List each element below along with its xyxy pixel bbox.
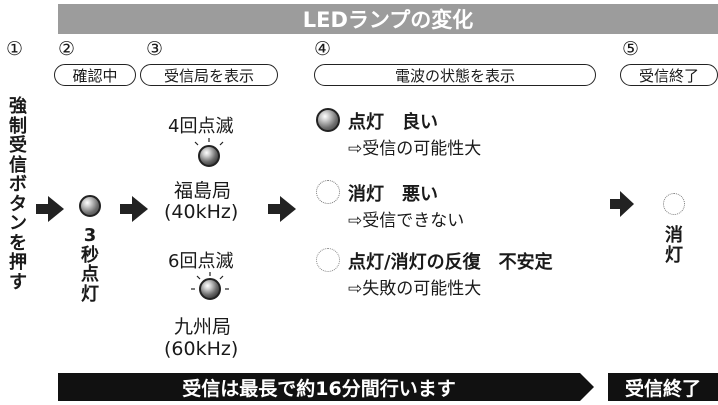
led-on-icon — [316, 108, 340, 132]
state-unstable-title: 点灯/消灯の反復 不安定 — [348, 252, 553, 273]
title-text: LEDランプの変化 — [302, 8, 474, 32]
station-1-blink: 4回点滅 — [168, 116, 234, 137]
arrow-right-icon — [610, 191, 634, 221]
step-4-label: 電波の状態を表示 — [314, 64, 596, 86]
step-4-label-text: 電波の状態を表示 — [394, 66, 515, 85]
reception-end-text: 受信終了 — [624, 377, 701, 400]
step-3-label-text: 受信局を表示 — [163, 66, 254, 85]
step-2-label: 確認中 — [54, 64, 136, 86]
step-2-label-text: 確認中 — [72, 66, 118, 85]
step-3-label: 受信局を表示 — [140, 64, 278, 86]
state-unstable-desc: ⇨失敗の可能性大 — [348, 279, 482, 299]
arrow-right-icon — [268, 196, 296, 226]
state-bad-title: 消灯 悪い — [348, 184, 438, 205]
state-bad-desc: ⇨受信できない — [348, 211, 465, 231]
title-bar: LEDランプの変化 — [58, 4, 718, 34]
off-text: 消灯 — [665, 225, 683, 266]
led-blinking-icon — [191, 272, 229, 310]
state-good-title: 点灯 良い — [348, 112, 438, 133]
step-4-number: ④ — [314, 38, 332, 60]
led-blinking-icon — [316, 248, 340, 272]
duration-text: 受信は最長で約16分間行います — [182, 377, 456, 400]
arrow-right-icon — [120, 196, 148, 226]
station-2-blink: 6回点滅 — [168, 251, 234, 272]
led-on-icon — [79, 195, 101, 217]
led-off-icon — [316, 180, 340, 204]
step-5-label-text: 受信終了 — [638, 66, 699, 85]
station-2-name: 九州局 — [174, 316, 232, 338]
step-1-number: ① — [6, 38, 24, 60]
step-2-number: ② — [58, 38, 76, 60]
step-5-number: ⑤ — [622, 38, 640, 60]
led-blinking-icon — [192, 138, 226, 176]
station-1-freq: (40kHz) — [164, 201, 239, 223]
press-button-text: 強制 受信 ボタ ンを 押す — [9, 96, 27, 293]
step-5-label: 受信終了 — [620, 64, 718, 86]
station-2-freq: (60kHz) — [164, 338, 239, 360]
state-good-desc: ⇨受信の可能性大 — [348, 139, 482, 159]
station-1-name: 福島局 — [174, 180, 232, 202]
arrow-right-icon — [36, 196, 64, 226]
led-off-icon — [663, 193, 685, 215]
reception-end-banner: 受信終了 — [608, 373, 718, 401]
step-3-number: ③ — [146, 38, 164, 60]
